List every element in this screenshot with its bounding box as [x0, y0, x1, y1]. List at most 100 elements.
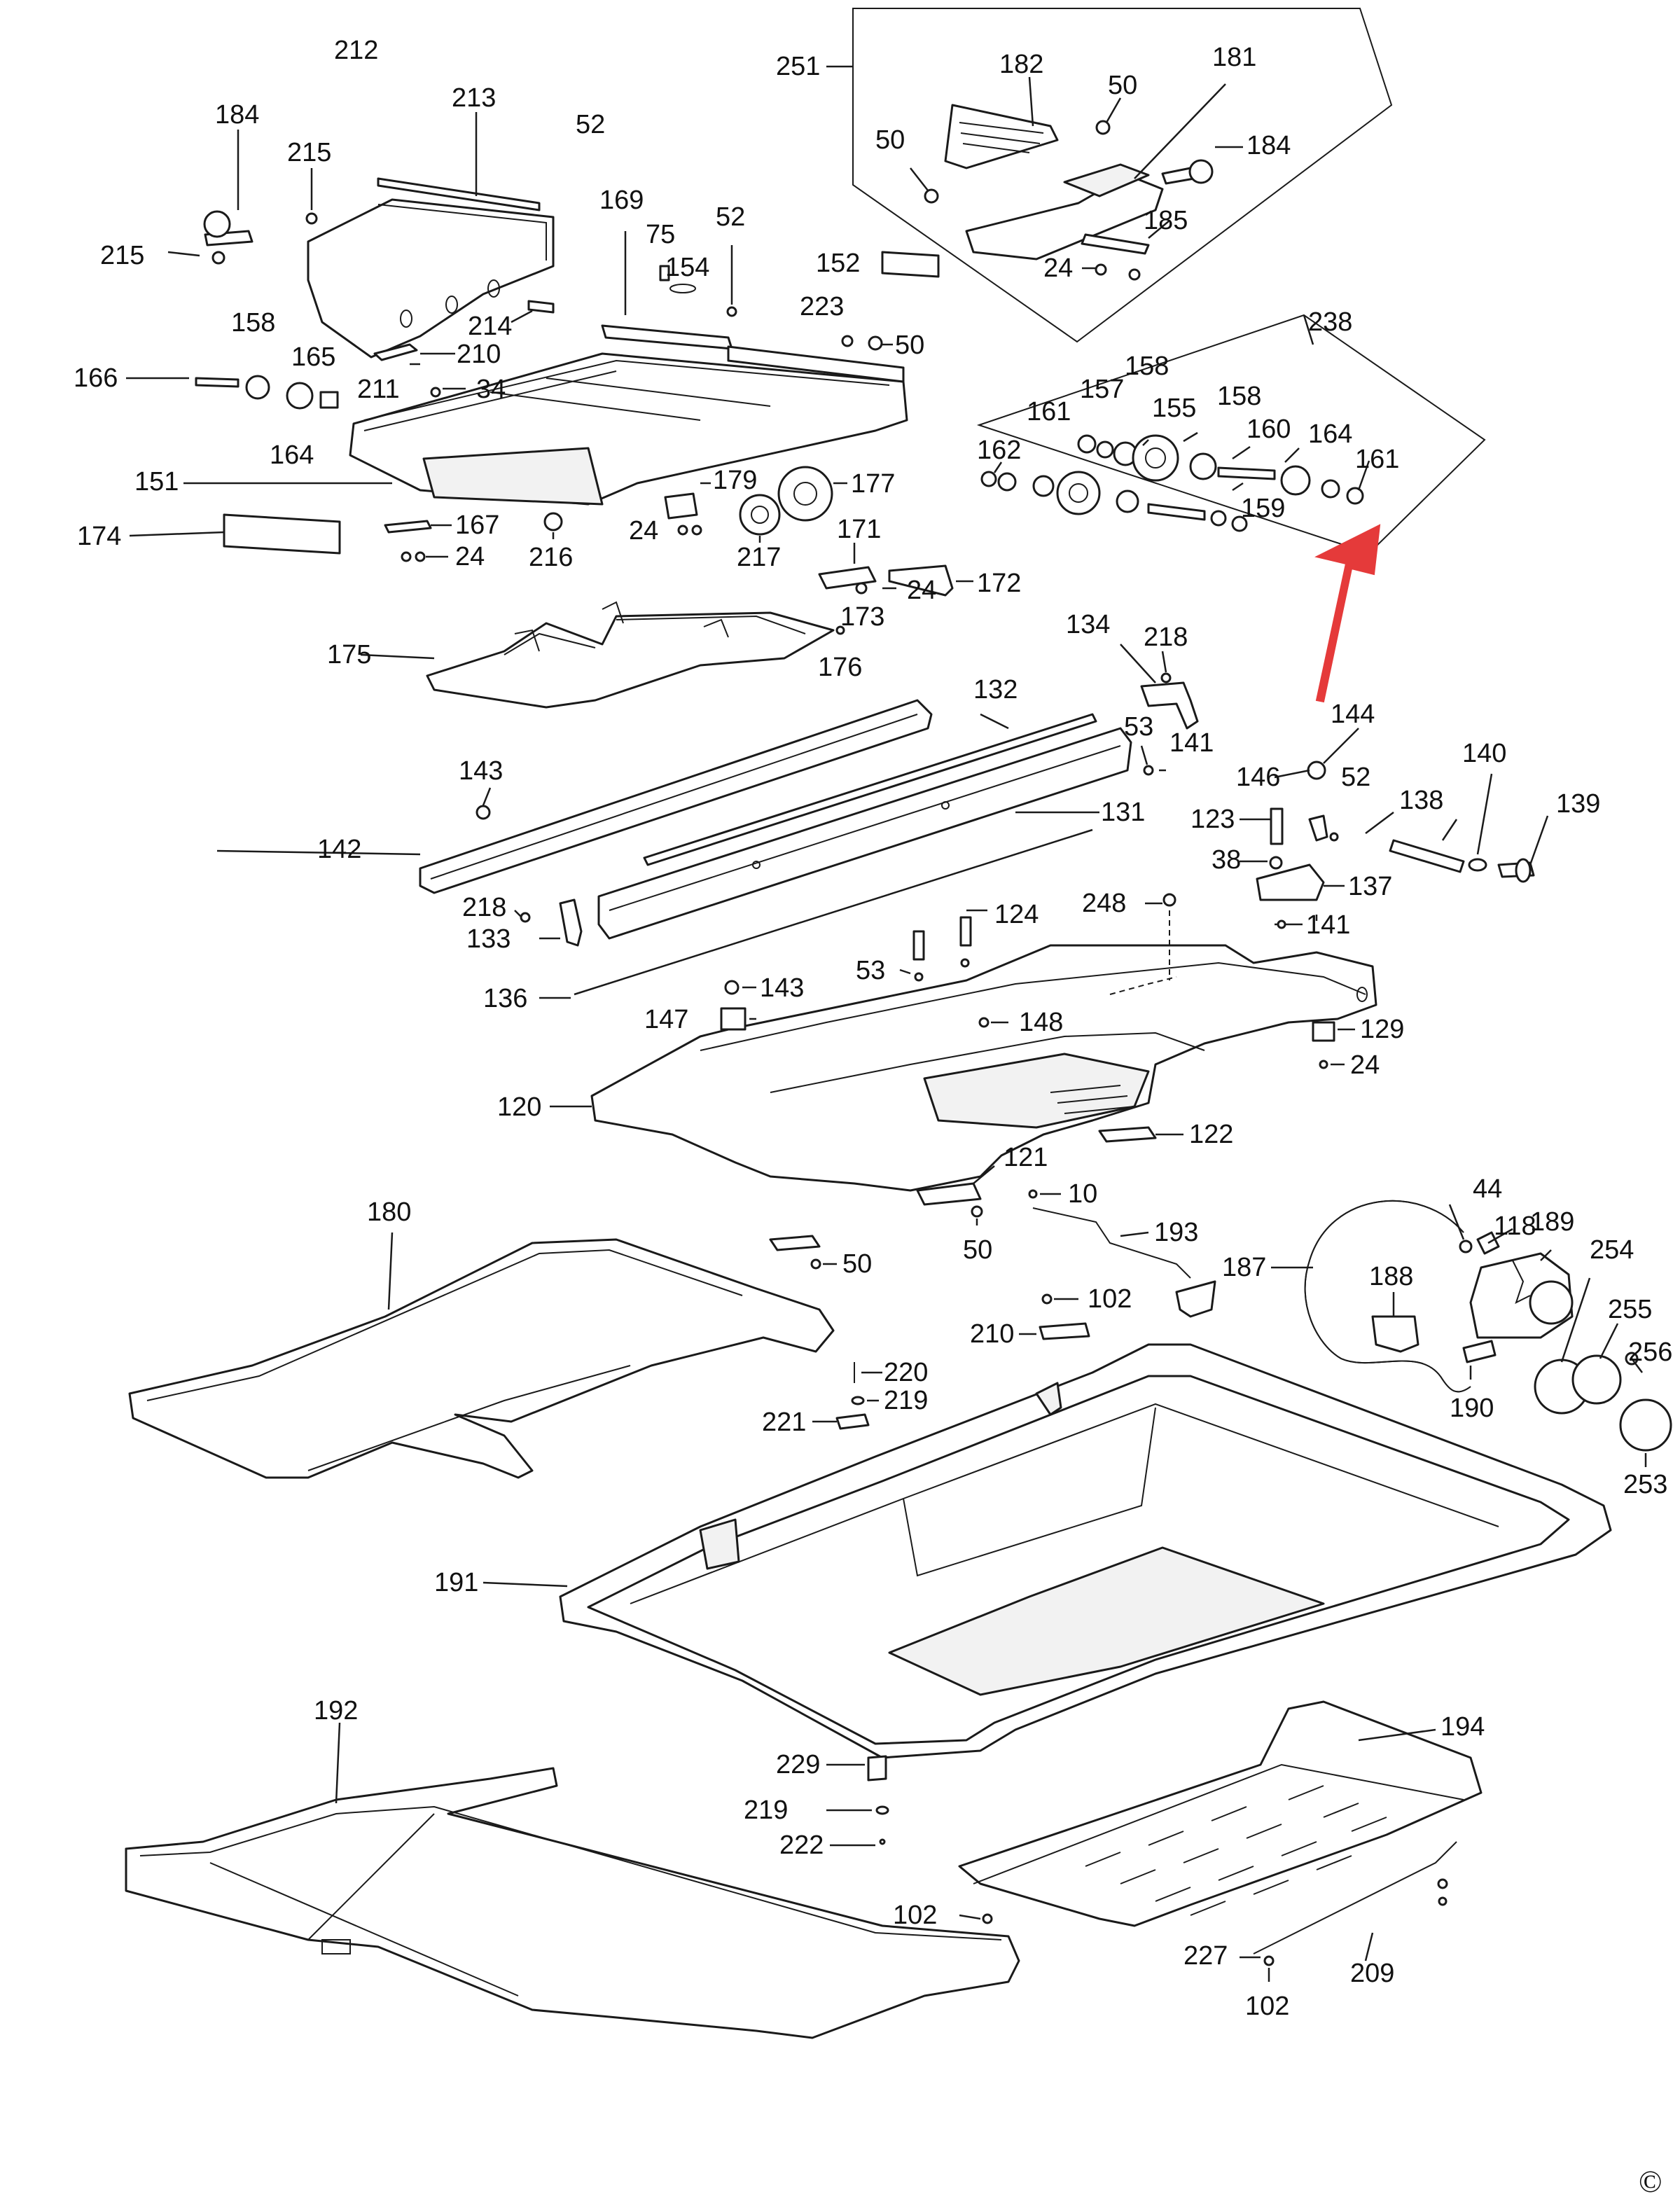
- callout-131: 131: [1101, 798, 1145, 827]
- callout-143: 143: [459, 756, 503, 786]
- callout-53: 53: [856, 956, 885, 985]
- callout-labels: 251 182 181 50 50 184 185 24 212 213 52 …: [74, 36, 1672, 2199]
- callout-175: 175: [327, 640, 371, 669]
- callout-218: 218: [462, 893, 506, 922]
- callout-147: 147: [644, 1005, 688, 1034]
- callout-256: 256: [1628, 1338, 1672, 1367]
- callout-155: 155: [1152, 394, 1196, 423]
- callout-164: 164: [270, 440, 314, 470]
- callout-215: 215: [100, 241, 144, 270]
- callout-219: 219: [744, 1796, 788, 1825]
- callout-34: 34: [476, 375, 506, 404]
- callout-173: 173: [840, 602, 884, 632]
- callout-238: 238: [1308, 307, 1352, 337]
- callout-129: 129: [1360, 1015, 1404, 1044]
- bracket-175: [360, 601, 835, 709]
- frame-120: [550, 893, 1377, 1225]
- callout-248: 248: [1082, 889, 1126, 918]
- callout-142: 142: [317, 835, 361, 864]
- callout-50: 50: [1108, 71, 1137, 100]
- copyright-mark: ©: [1639, 2165, 1662, 2199]
- callout-102: 102: [1245, 1992, 1289, 2021]
- cover-plate-194: [958, 1700, 1483, 1982]
- callout-152: 152: [816, 249, 860, 278]
- callout-50: 50: [842, 1249, 872, 1279]
- callout-215: 215: [287, 138, 331, 167]
- callout-166: 166: [74, 363, 118, 393]
- callout-24: 24: [907, 576, 936, 605]
- callout-212: 212: [334, 36, 378, 65]
- water-pump-assembly: [1032, 1200, 1672, 1467]
- callout-140: 140: [1462, 739, 1506, 768]
- callout-177: 177: [851, 469, 895, 499]
- callout-184: 184: [1247, 131, 1291, 160]
- callout-118: 118: [1494, 1211, 1536, 1241]
- callout-176: 176: [818, 653, 862, 682]
- clamp-assembly: [1240, 728, 1549, 929]
- callout-179: 179: [713, 466, 757, 495]
- callout-50: 50: [875, 125, 905, 155]
- callout-161: 161: [1355, 445, 1399, 474]
- callout-211: 211: [357, 375, 400, 404]
- callout-138: 138: [1399, 786, 1443, 815]
- callout-132: 132: [973, 675, 1018, 704]
- callout-164: 164: [1308, 419, 1352, 449]
- inset-238-bearing-assembly: [976, 314, 1486, 555]
- callout-251: 251: [776, 52, 820, 81]
- direction-arrow: [1314, 524, 1381, 703]
- callout-123: 123: [1190, 805, 1235, 834]
- sliding-table-assembly: [126, 112, 973, 635]
- callout-75: 75: [646, 220, 675, 249]
- callout-161: 161: [1027, 397, 1071, 426]
- callout-218: 218: [1144, 623, 1188, 652]
- callout-216: 216: [529, 543, 573, 572]
- callout-180: 180: [367, 1197, 411, 1227]
- callout-143: 143: [760, 973, 804, 1003]
- callout-158: 158: [231, 308, 275, 338]
- callout-194: 194: [1441, 1712, 1485, 1742]
- callout-52: 52: [716, 202, 745, 232]
- callout-255: 255: [1608, 1295, 1652, 1324]
- extension-arm-192: [125, 1722, 1020, 2039]
- callout-162: 162: [977, 436, 1021, 465]
- callout-191: 191: [434, 1568, 478, 1597]
- extension-arm-180: [128, 1232, 1090, 1479]
- callout-50: 50: [963, 1235, 992, 1265]
- water-tray-191: [483, 1343, 1612, 1847]
- callout-210: 210: [457, 340, 501, 369]
- callout-219: 219: [884, 1386, 928, 1415]
- callout-172: 172: [977, 569, 1021, 598]
- callout-217: 217: [737, 543, 781, 572]
- callout-222: 222: [779, 1831, 824, 1860]
- callout-159: 159: [1241, 494, 1285, 523]
- callout-188: 188: [1369, 1262, 1413, 1291]
- callout-24: 24: [629, 516, 658, 546]
- callout-158: 158: [1125, 352, 1169, 381]
- callout-227: 227: [1183, 1941, 1228, 1971]
- callout-185: 185: [1144, 206, 1188, 235]
- callout-181: 181: [1212, 43, 1256, 72]
- callout-157: 157: [1080, 375, 1124, 404]
- callout-160: 160: [1247, 415, 1291, 444]
- callout-10: 10: [1068, 1179, 1097, 1209]
- callout-214: 214: [468, 312, 512, 341]
- callout-53: 53: [1124, 712, 1153, 742]
- rail-assembly: [216, 644, 1199, 999]
- callout-220: 220: [884, 1358, 928, 1387]
- callout-192: 192: [314, 1696, 358, 1726]
- callout-136: 136: [483, 984, 527, 1013]
- callout-52: 52: [1341, 763, 1370, 792]
- callout-169: 169: [599, 186, 644, 215]
- callout-24: 24: [1350, 1050, 1380, 1080]
- callout-24: 24: [455, 542, 485, 571]
- callout-102: 102: [893, 1901, 937, 1930]
- callout-190: 190: [1450, 1394, 1494, 1423]
- callout-151: 151: [134, 467, 179, 497]
- callout-193: 193: [1154, 1218, 1198, 1247]
- callout-174: 174: [77, 522, 121, 551]
- callout-229: 229: [776, 1750, 820, 1779]
- callout-158: 158: [1217, 382, 1261, 411]
- callout-154: 154: [665, 253, 709, 282]
- callout-210: 210: [970, 1319, 1014, 1349]
